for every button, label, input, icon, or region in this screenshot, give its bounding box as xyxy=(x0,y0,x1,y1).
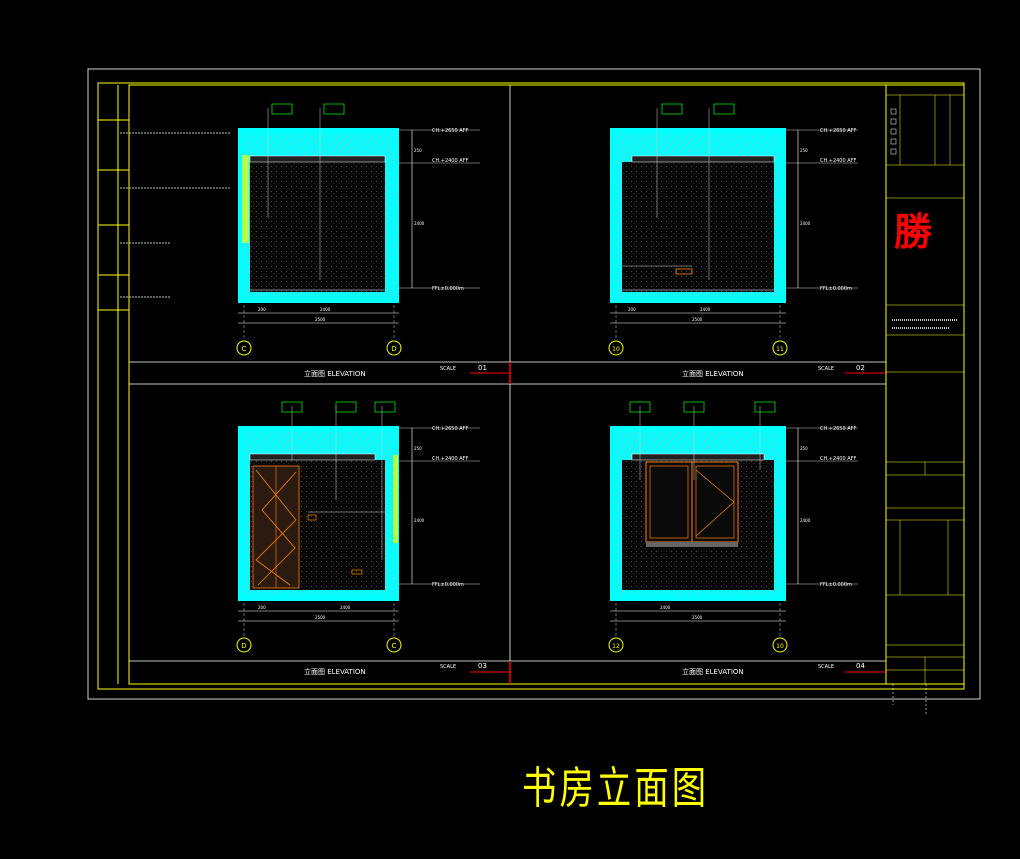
panel-02-title: 立面图 ELEVATION xyxy=(682,369,744,378)
level-label: CH.+2400 AFF xyxy=(820,158,857,164)
dimension-text: 250 xyxy=(800,446,808,451)
dimension-text: 2400 xyxy=(800,221,811,226)
panel-04-title: 立面图 ELEVATION xyxy=(682,667,744,676)
dimension-text: 200 xyxy=(258,307,266,312)
elevation-02 xyxy=(608,103,858,356)
panel-04-number: 04 xyxy=(856,662,865,670)
panel-02-scale-label: SCALE xyxy=(818,366,834,372)
dimension-text: 2500 xyxy=(692,615,703,620)
panel-01-number: 01 xyxy=(478,364,487,372)
sheet-inner-border xyxy=(97,82,965,690)
dimension-text: 2500 xyxy=(315,317,326,322)
dimension-text: 2400 xyxy=(414,518,425,523)
title-block xyxy=(885,84,965,715)
axis-label: C xyxy=(242,345,247,353)
elevation-04 xyxy=(608,401,858,653)
axis-label: 11 xyxy=(776,346,784,353)
level-label: CH.+2650 AFF xyxy=(820,128,857,134)
level-label: FFL±0.000m xyxy=(432,582,464,588)
level-label: FFL±0.000m xyxy=(432,286,464,292)
dimension-text: 2500 xyxy=(692,317,703,322)
level-label: CH.+2650 AFF xyxy=(820,426,857,432)
elevation-01 xyxy=(236,103,480,356)
axis-label: C xyxy=(392,642,397,650)
dimension-text: 2400 xyxy=(700,307,711,312)
axis-label: 12 xyxy=(612,643,620,650)
dimension-text: 2400 xyxy=(340,605,351,610)
panel-03-title: 立面图 ELEVATION xyxy=(304,667,366,676)
level-label: CH.+2400 AFF xyxy=(432,158,469,164)
dimension-text: 2400 xyxy=(800,518,811,523)
panel-01-scale-label: SCALE xyxy=(440,366,456,372)
dimension-text: 2400 xyxy=(320,307,331,312)
panel-03-scale-label: SCALE xyxy=(440,664,456,670)
level-label: CH.+2650 AFF xyxy=(432,128,469,134)
dimension-text: 250 xyxy=(414,148,422,153)
company-logo: 勝 xyxy=(894,209,933,254)
axis-label: D xyxy=(391,345,396,353)
level-label: CH.+2400 AFF xyxy=(432,456,469,462)
axis-label: 10 xyxy=(612,346,620,353)
dimension-text: 200 xyxy=(258,605,266,610)
elevation-03 xyxy=(236,401,480,653)
level-label: FFL±0.000m xyxy=(820,286,852,292)
level-label: CH.+2650 AFF xyxy=(432,426,469,432)
left-revision-strip xyxy=(98,85,230,684)
sheet-outer-border xyxy=(87,68,981,700)
dimension-text: 200 xyxy=(628,307,636,312)
panel-01-title: 立面图 ELEVATION xyxy=(304,369,366,378)
dimension-text: 2500 xyxy=(315,615,326,620)
title-bars xyxy=(129,361,886,684)
panel-03-number: 03 xyxy=(478,662,487,670)
panel-04-scale-label: SCALE xyxy=(818,664,834,670)
dimension-text: 2400 xyxy=(414,221,425,226)
dimension-text: 2400 xyxy=(660,605,671,610)
drawing-caption: 书房立面图 xyxy=(522,763,710,814)
dimension-text: 250 xyxy=(414,446,422,451)
level-label: FFL±0.000m xyxy=(820,582,852,588)
axis-label: D xyxy=(241,642,246,650)
dimension-text: 250 xyxy=(800,148,808,153)
panel-02-number: 02 xyxy=(856,364,865,372)
axis-label: 10 xyxy=(776,643,784,650)
level-label: CH.+2400 AFF xyxy=(820,456,857,462)
